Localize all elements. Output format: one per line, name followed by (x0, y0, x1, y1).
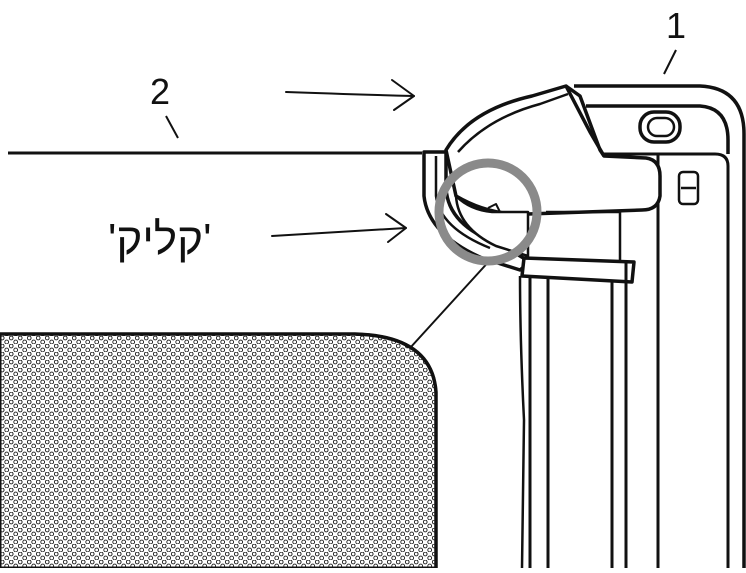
right-arrow-top (285, 79, 415, 111)
leader-line-2 (165, 115, 179, 139)
post-top-button (638, 110, 682, 144)
highlight-circle (434, 158, 542, 266)
latch-clip (422, 84, 662, 569)
part-label-1: 1 (666, 5, 686, 46)
click-label: 'קליק' (108, 215, 211, 264)
mesh-strap-line (409, 257, 493, 349)
right-arrow-click (271, 213, 407, 243)
part-label-2: 2 (150, 71, 170, 112)
gate-post (574, 84, 746, 568)
mesh-panel (0, 332, 438, 570)
latch-slot (677, 170, 700, 206)
leader-line-1 (663, 49, 677, 75)
